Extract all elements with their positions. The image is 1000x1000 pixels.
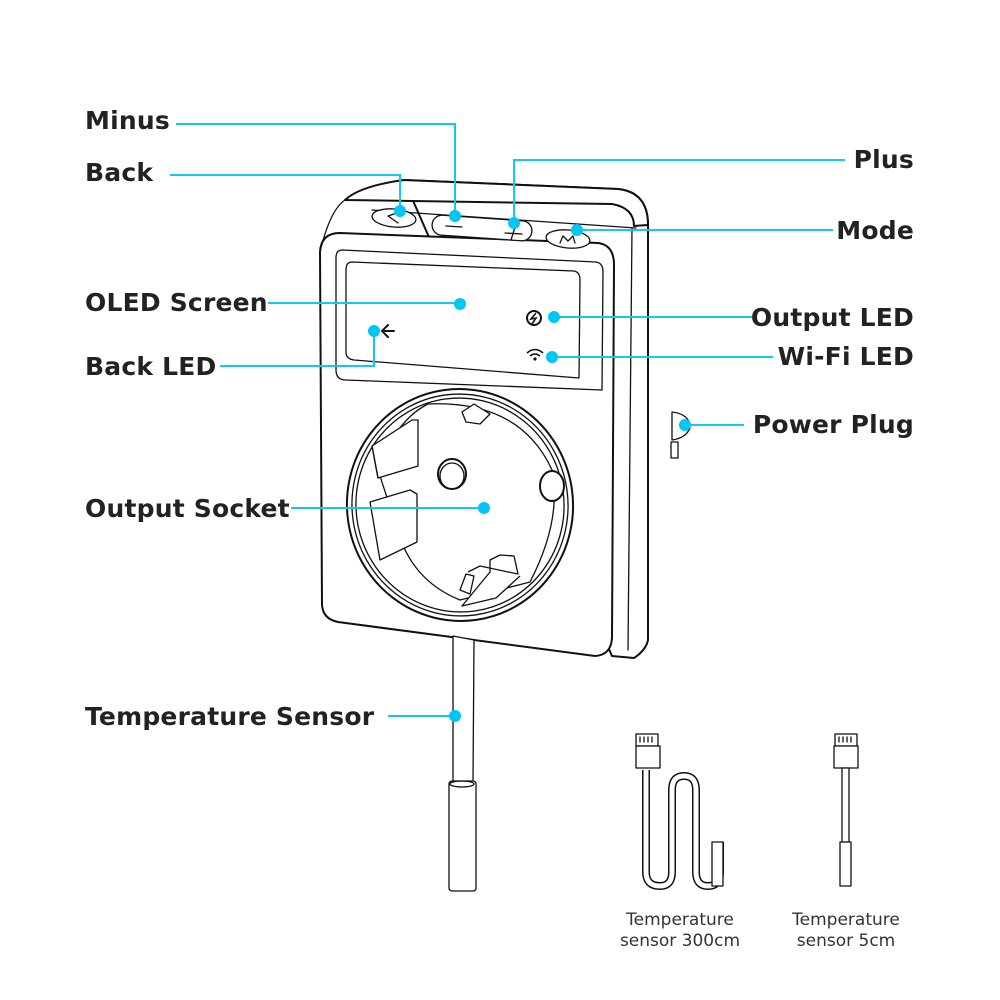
callout-dot-oled xyxy=(454,298,466,310)
label-temperature-sensor: Temperature Sensor xyxy=(85,702,375,731)
back-led-arrow-icon xyxy=(381,324,395,338)
power-plug-pin xyxy=(670,441,679,459)
socket-pin-hole-right xyxy=(539,470,565,502)
callout-dot-back-led xyxy=(368,325,380,337)
caption-sensor-300cm: Temperature sensor 300cm xyxy=(590,910,770,953)
label-output-socket: Output Socket xyxy=(85,494,290,523)
callout-line-plus xyxy=(513,159,845,224)
label-back: Back xyxy=(85,158,154,187)
sensor-cable xyxy=(452,635,475,783)
rj-connector-5cm-top xyxy=(834,733,858,747)
caption-sensor-5cm-line2: sensor 5cm xyxy=(796,931,896,952)
coiled-cable-300cm-outline xyxy=(642,770,724,890)
label-output-led: Output LED xyxy=(750,303,914,332)
callout-lines xyxy=(170,123,845,722)
callout-dot-plus xyxy=(508,217,520,229)
callout-dot-temperature-sensor xyxy=(449,710,461,722)
caption-sensor-300cm-line1: Temperature xyxy=(626,910,734,930)
label-wifi-led: Wi-Fi LED xyxy=(777,342,914,371)
socket-top-clip xyxy=(461,403,491,425)
callout-dot-output-led xyxy=(548,311,560,323)
power-plug xyxy=(670,411,691,459)
plus-icon xyxy=(504,226,523,241)
temperature-sensor-probe xyxy=(448,635,477,892)
callout-dot-minus xyxy=(449,210,461,222)
wifi-led-icon xyxy=(526,348,544,361)
label-minus: Minus xyxy=(85,106,170,135)
sensor-tip xyxy=(448,780,477,892)
sensor-tip-300cm xyxy=(711,841,724,887)
rj-connector-5cm-body xyxy=(833,745,859,769)
callout-dot-mode xyxy=(571,224,583,236)
caption-sensor-5cm: Temperature sensor 5cm xyxy=(756,910,936,953)
callout-dot-output-socket xyxy=(478,502,490,514)
callout-line-back-led xyxy=(220,331,375,367)
device-top-face xyxy=(344,179,649,227)
label-power-plug: Power Plug xyxy=(752,410,914,439)
accessory-sensor-5cm-illustration xyxy=(833,733,859,887)
accessory-sensor-300cm-illustration xyxy=(635,733,724,890)
button-group xyxy=(371,207,591,249)
device-top-edge xyxy=(319,199,346,253)
caption-sensor-5cm-line1: Temperature xyxy=(792,910,900,930)
label-back-led: Back LED xyxy=(85,352,217,381)
device-side-edge xyxy=(627,227,633,651)
callout-dot-power-plug xyxy=(679,419,691,431)
label-plus: Plus xyxy=(853,145,914,174)
socket-bottom-clip xyxy=(461,554,521,607)
callout-line-minus xyxy=(176,123,456,216)
sensor-tip-5cm xyxy=(839,841,852,887)
callout-line-back xyxy=(170,174,401,211)
label-oled-screen: OLED Screen xyxy=(85,288,268,317)
output-socket[interactable] xyxy=(332,374,588,635)
cable-5cm xyxy=(841,767,850,843)
mode-m-icon xyxy=(559,235,576,244)
rj-connector-300cm-body xyxy=(635,745,661,769)
rj-connector-300cm-top xyxy=(635,733,659,747)
callout-dot-back xyxy=(394,205,406,217)
back-button[interactable] xyxy=(371,207,417,229)
minus-icon xyxy=(445,225,463,228)
oled-display-area xyxy=(345,261,581,379)
caption-sensor-300cm-line2: sensor 300cm xyxy=(619,931,741,952)
label-mode: Mode xyxy=(836,216,914,245)
callout-dot-wifi-led xyxy=(546,351,558,363)
oled-screen xyxy=(335,249,604,391)
